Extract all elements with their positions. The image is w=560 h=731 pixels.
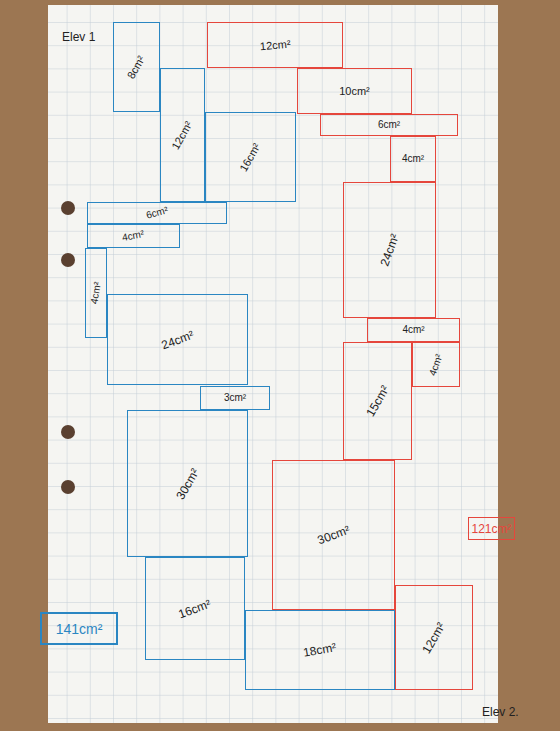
- area-rectangle: 6cm²: [87, 202, 227, 224]
- punch-hole: [61, 253, 75, 267]
- area-rectangle: 24cm²: [107, 294, 248, 385]
- punch-hole: [61, 480, 75, 494]
- punch-hole: [61, 425, 75, 439]
- area-label: 18cm²: [303, 641, 338, 659]
- area-rectangle: 30cm²: [127, 410, 248, 557]
- area-rectangle: 30cm²: [272, 460, 395, 610]
- area-label: 4cm²: [427, 352, 444, 376]
- area-label: 6cm²: [378, 120, 400, 130]
- pupil-label: Elev 1: [62, 30, 95, 44]
- area-rectangle: 4cm²: [390, 136, 436, 182]
- area-rectangle: 12cm²: [160, 68, 205, 202]
- area-rectangle: 4cm²: [87, 224, 180, 248]
- area-rectangle: 16cm²: [145, 557, 245, 660]
- area-rectangle: 10cm²: [297, 68, 412, 114]
- area-label: 12cm²: [420, 620, 447, 655]
- area-label: 4cm²: [402, 154, 424, 164]
- area-label: 12cm²: [259, 38, 290, 52]
- grid-lines: [48, 5, 498, 723]
- area-label: 16cm²: [238, 141, 263, 173]
- area-label: 4cm²: [122, 229, 146, 243]
- area-label: 4cm²: [89, 281, 103, 305]
- area-label: 8cm²: [126, 54, 148, 81]
- paper-sheet: [48, 5, 498, 723]
- area-rectangle: 4cm²: [85, 248, 107, 338]
- area-label: 6cm²: [145, 205, 169, 220]
- area-rectangle: 18cm²: [245, 610, 395, 690]
- area-rectangle: 8cm²: [113, 22, 160, 112]
- area-rectangle: 4cm²: [367, 318, 460, 342]
- area-label: 24cm²: [378, 232, 401, 267]
- area-label: 30cm²: [316, 524, 351, 547]
- area-rectangle: 6cm²: [320, 114, 458, 136]
- area-label: 24cm²: [160, 328, 195, 351]
- area-label: 3cm²: [224, 393, 246, 403]
- area-rectangle: 12cm²: [207, 22, 343, 68]
- area-rectangle: 15cm²: [343, 342, 412, 460]
- total-box: 141cm²: [40, 612, 118, 645]
- area-label: 15cm²: [364, 384, 391, 419]
- area-label: 121cm²: [471, 523, 511, 535]
- area-rectangle: 24cm²: [343, 182, 436, 318]
- pupil-label: Elev 2.: [482, 705, 519, 719]
- area-label: 16cm²: [177, 597, 212, 620]
- area-rectangle: 16cm²: [205, 112, 296, 202]
- punch-hole: [61, 201, 75, 215]
- area-label: 141cm²: [56, 622, 103, 636]
- area-label: 12cm²: [170, 119, 195, 151]
- area-label: 30cm²: [174, 466, 201, 501]
- area-rectangle: 4cm²: [412, 342, 460, 387]
- area-rectangle: 3cm²: [200, 386, 270, 410]
- total-box: 121cm²: [468, 517, 515, 540]
- area-label: 4cm²: [402, 325, 424, 335]
- area-rectangle: 12cm²: [395, 585, 473, 690]
- area-label: 10cm²: [339, 86, 370, 97]
